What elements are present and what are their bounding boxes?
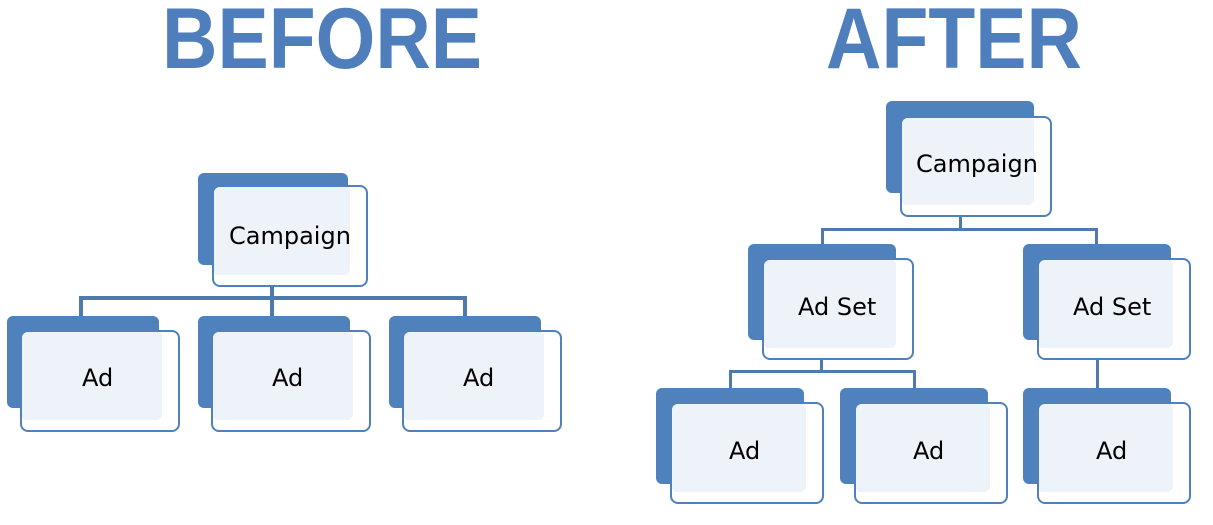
connector-before-drop-1	[79, 296, 83, 320]
connector-before-drop-3	[463, 296, 467, 320]
before-ad-label-3: Ad	[463, 364, 495, 392]
after-adset-label-1: Ad Set	[798, 293, 877, 321]
connector-after-ad-drop-2	[913, 370, 916, 390]
connector-after-ad-drop-1	[729, 370, 732, 390]
before-ad-label-2: Ad	[272, 364, 304, 392]
connector-after-adset1-stem	[820, 356, 823, 372]
after-ad-label-1: Ad	[729, 437, 761, 465]
connector-after-ad-bar	[729, 370, 916, 373]
after-ad-label-2: Ad	[913, 437, 945, 465]
after-heading: AFTER	[826, 0, 1082, 87]
connector-after-adset2-stem	[1096, 356, 1099, 390]
connector-before-drop-2	[270, 296, 274, 320]
after-ad-label-3: Ad	[1096, 437, 1128, 465]
connector-after-adset-bar	[821, 228, 1098, 231]
connector-after-campaign-stem	[959, 213, 962, 230]
connector-after-adset-drop-1	[821, 228, 824, 246]
after-campaign-label: Campaign	[916, 150, 1038, 178]
after-adset-label-2: Ad Set	[1073, 293, 1152, 321]
connector-after-adset-drop-2	[1095, 228, 1098, 246]
before-heading: BEFORE	[162, 0, 483, 87]
before-campaign-label: Campaign	[229, 222, 351, 250]
before-ad-label-1: Ad	[82, 364, 114, 392]
